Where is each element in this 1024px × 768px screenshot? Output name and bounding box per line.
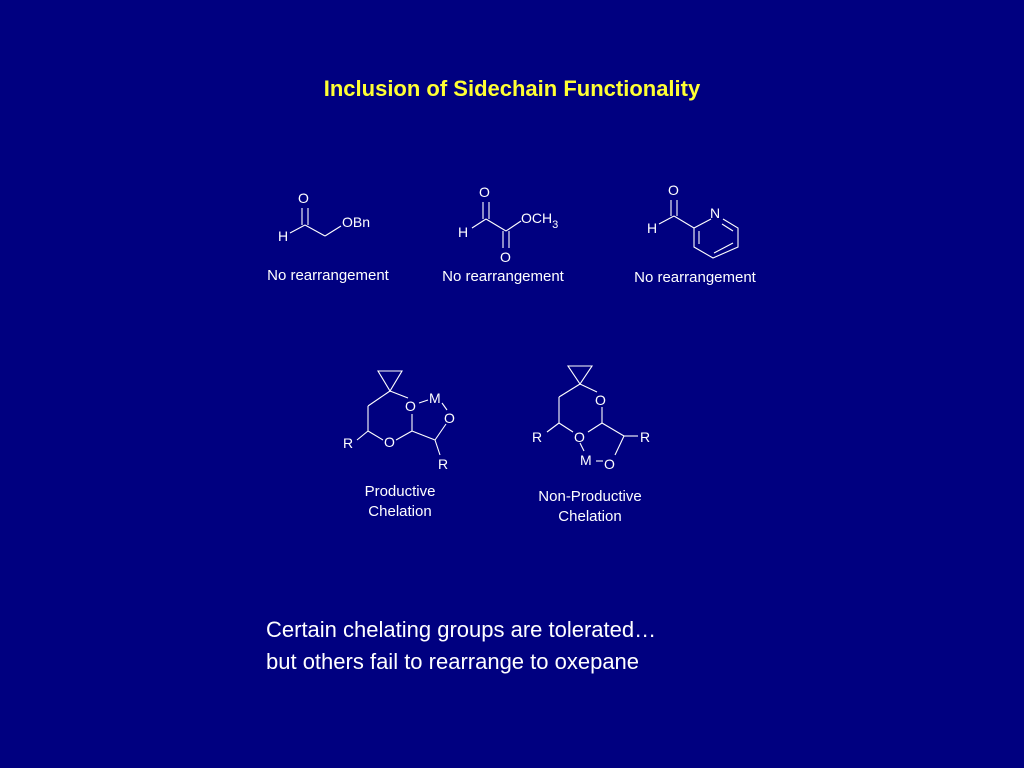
atom-n: N [710,205,720,221]
bond-ring-d [395,430,413,441]
bond-ring-a [558,383,581,398]
caption-non-productive-chelation: Non-Productive Chelation [520,487,660,527]
bond-c-c [304,224,326,237]
caption-methyl-glyoxylate: No rearrangement [442,268,564,285]
bond-ring-c [367,430,384,441]
bond-c-o-chelate [614,435,625,456]
bond-ring-c [558,422,574,433]
atom-o-top: O [479,184,490,200]
caption-productive-chelation: Productive Chelation [340,482,460,522]
atom-r-right: R [438,456,448,472]
bond-c-o-chelate [434,423,447,441]
bond-o-m [579,442,585,452]
atom-r-left: R [532,429,542,445]
bond-c-o [324,225,342,237]
bond-c-ring [673,215,695,229]
bond-c-r-left [546,422,560,433]
atom-o-ring-top: O [595,392,606,408]
bond-m-o [441,402,448,411]
atom-o-ring-bottom: O [574,429,585,445]
caption-benzyloxyacetaldehyde: No rearrangement [267,267,389,284]
caption-pyridine-carboxaldehyde: No rearrangement [634,269,756,286]
bond-c-c-side [601,422,625,437]
pyridine-ring [693,218,739,259]
bond-c-h [471,218,487,229]
conclusion-line-1: Certain chelating groups are tolerated… [266,617,657,642]
bond-c-och3 [505,220,522,232]
atom-r-right: R [640,429,650,445]
caption-line-1: Productive [364,483,436,500]
atom-obn: OBn [342,214,370,230]
atom-o-ring-top: O [405,398,416,414]
atom-o-chelate: O [444,410,455,426]
atom-h: H [278,228,288,244]
atom-h: H [647,220,657,236]
bond-ring-a [367,390,391,407]
cyclopropane-ring [377,370,403,393]
atom-r-left: R [343,435,353,451]
bond-ring-d [587,422,603,433]
atom-o: O [298,190,309,206]
ring-double-2 [713,242,734,254]
atom-m: M [429,390,441,406]
bond-c-h [289,224,306,234]
atom-h: H [458,224,468,240]
bond-c-r-right [434,439,441,456]
ring-double-3 [721,223,734,232]
bond-c-c-side [411,430,436,441]
bond-c-h [658,215,675,225]
conclusion-text: Certain chelating groups are tolerated… … [266,614,656,678]
bond-ring-f [389,390,409,399]
atom-o: O [668,182,679,198]
slide-title: Inclusion of Sidechain Functionality [323,76,701,101]
atom-o-ring-bottom: O [384,434,395,450]
bond-o-m [418,399,429,404]
caption-line-1: Non-Productive [538,488,642,505]
bond-c-c [485,218,507,232]
cyclopropane-ring [566,365,594,385]
conclusion-line-2: but others fail to rearrange to oxepane [266,649,640,674]
atom-o-bottom: O [500,249,511,265]
bond-ring-f [579,383,598,393]
bond-c-r-left [356,430,369,441]
atom-o-chelate: O [604,456,615,472]
atom-och3: OCH3 [521,210,558,231]
caption-line-2: Chelation [368,503,432,520]
atom-m: M [580,452,592,468]
caption-line-2: Chelation [558,508,622,525]
